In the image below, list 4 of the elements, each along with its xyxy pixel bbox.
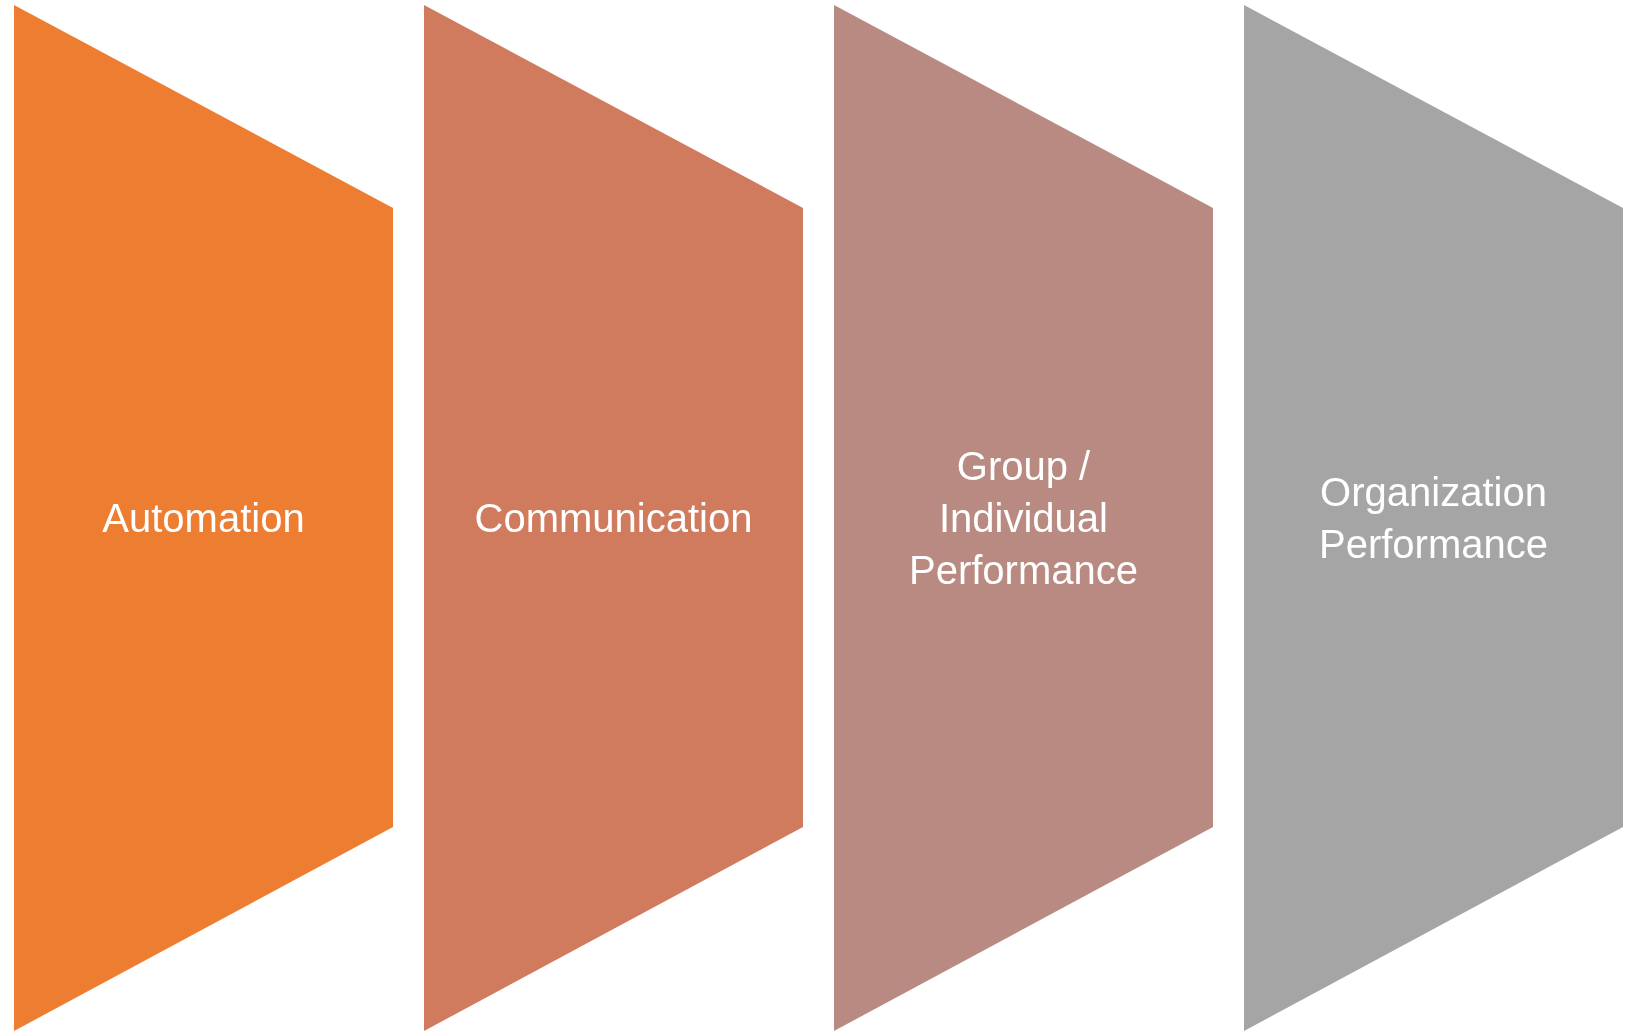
step-label: Automation [101,495,306,542]
step-label: Communication [473,495,754,542]
step-label: Group / Individual Performance [908,443,1139,594]
step-label: Organization Performance [1318,469,1549,568]
